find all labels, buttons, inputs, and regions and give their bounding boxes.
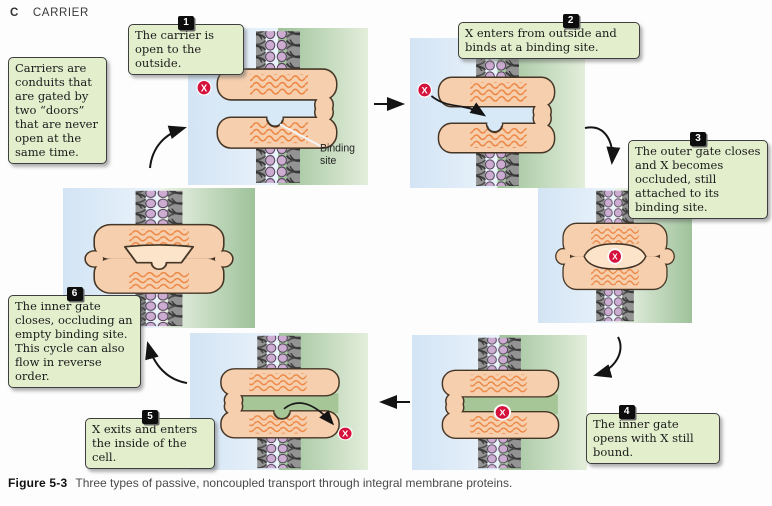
step-5-text: X exits and enters the inside of the cel… xyxy=(92,422,198,464)
svg-text:X: X xyxy=(342,429,348,439)
svg-text:X: X xyxy=(422,85,429,95)
step-3-callout: 3 The outer gate closes and X becomes oc… xyxy=(628,132,768,219)
panel-state-2-x-enters: X xyxy=(410,38,585,188)
panel-state-5-x-exits: X xyxy=(190,333,368,470)
step-2-text: X enters from outside and binds at a bin… xyxy=(465,26,617,54)
figure-caption-label: Figure 5-3 xyxy=(8,476,68,490)
cycle-arrow-1-to-2 xyxy=(374,97,405,111)
carrier-protein-open-right xyxy=(441,369,560,439)
step-2-number-badge: 2 xyxy=(562,14,579,28)
cycle-arrow-4-to-5 xyxy=(379,395,410,409)
binding-site-label-line1: Binding xyxy=(320,142,355,154)
empty-binding-pocket xyxy=(123,244,195,271)
sidenote-box: Carriers are conduits that are gated by … xyxy=(8,57,107,164)
carrier-protein-occluded-empty xyxy=(84,223,234,294)
cycle-arrow-5-to-6 xyxy=(145,341,188,384)
carrier-protein-open-left xyxy=(216,68,338,149)
step-1-callout: 1 The carrier is open to the outside. xyxy=(128,16,244,75)
cycle-arrow-3-to-4 xyxy=(593,336,622,378)
step-3-number-badge: 3 xyxy=(690,132,706,146)
binding-site-label-line2: site xyxy=(320,155,336,167)
binding-site-notch xyxy=(273,411,291,420)
exit-arrow xyxy=(283,402,335,426)
step-6-callout: 6 The inner gate closes, occluding an em… xyxy=(8,287,141,388)
solute-x-icon: X xyxy=(417,82,432,98)
panel-state-4-open-inside-x-bound: X xyxy=(412,335,587,470)
solute-x-icon: X xyxy=(493,404,512,421)
sidenote-text: Carriers are conduits that are gated by … xyxy=(15,61,98,159)
binding-site-notch xyxy=(266,117,284,128)
step-6-text: The inner gate closes, occluding an empt… xyxy=(15,299,133,383)
panel-state-1-open-outside: Binding site X xyxy=(188,28,368,185)
step-4-number-badge: 4 xyxy=(618,405,635,419)
svg-text:X: X xyxy=(499,408,505,418)
figure-caption-text: Three types of passive, noncoupled trans… xyxy=(75,476,513,490)
solute-x-icon: X xyxy=(607,248,623,265)
svg-text:X: X xyxy=(612,251,618,261)
svg-text:X: X xyxy=(201,83,208,94)
cycle-arrow-2-to-3 xyxy=(584,126,621,165)
section-letter: C xyxy=(10,7,19,19)
step-4-text: The inner gate opens with X still bound. xyxy=(593,417,694,459)
step-1-text: The carrier is open to the outside. xyxy=(135,28,215,70)
step-5-callout: 5 X exits and enters the inside of the c… xyxy=(85,410,215,469)
section-heading: C CARRIER xyxy=(10,7,89,19)
step-1-number-badge: 1 xyxy=(178,16,194,30)
step-2-callout: 2 X enters from outside and binds at a b… xyxy=(458,14,640,59)
solute-x-icon: X xyxy=(196,79,212,96)
step-5-number-badge: 5 xyxy=(142,410,158,424)
carrier-protein-open-left xyxy=(437,76,556,154)
solute-x-icon: X xyxy=(337,426,353,441)
step-3-text: The outer gate closes and X becomes occl… xyxy=(635,144,761,214)
figure-caption: Figure 5-3 Three types of passive, noncou… xyxy=(8,476,512,490)
binding-site-notch xyxy=(485,123,504,133)
section-title: CARRIER xyxy=(32,7,89,19)
binding-site-pointer-line xyxy=(279,123,322,148)
step-4-callout: 4 The inner gate opens with X still boun… xyxy=(586,405,720,464)
entry-arrow xyxy=(430,95,487,117)
step-6-number-badge: 6 xyxy=(66,287,83,301)
cycle-arrow-6-to-1 xyxy=(149,125,187,169)
carrier-protein-open-right xyxy=(220,368,340,439)
